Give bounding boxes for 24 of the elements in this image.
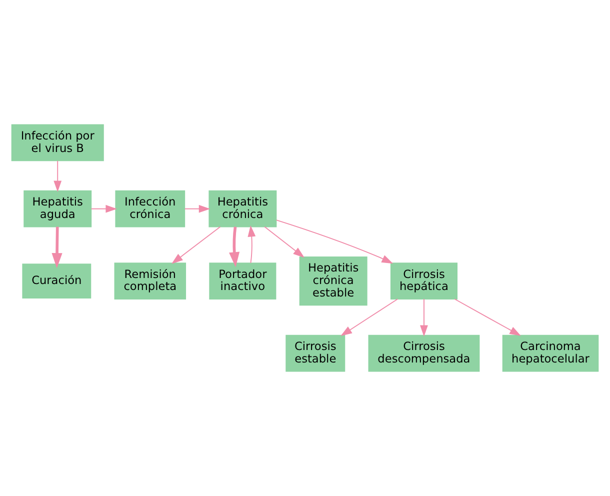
arrow [340,298,398,336]
node-box: Cirrosis descompensada [368,334,480,372]
arrow [90,204,118,213]
arrow [420,298,428,337]
arrow [276,220,394,264]
node-box: Remisión completa [114,262,186,300]
node-box: Hepatitis crónica estable [299,256,368,306]
node-box: Portador inactivo [209,262,276,300]
arrow [264,226,304,258]
node-box: Hepatitis aguda [24,190,92,228]
node-box: Infección crónica [115,190,186,228]
node-box: Infección por el virus B [11,124,104,162]
node-box: Hepatitis crónica [208,190,277,228]
arrow [454,298,521,336]
arrow [248,225,256,264]
node-box: Cirrosis hepática [390,262,458,300]
node-box: Curación [22,264,92,299]
arrow [52,226,62,268]
arrow [54,160,62,192]
arrow [184,204,210,213]
arrow [172,226,221,264]
arrow [229,226,240,268]
node-box: Cirrosis estable [286,334,346,372]
node-box: Carcinoma hepatocelular [502,334,599,372]
